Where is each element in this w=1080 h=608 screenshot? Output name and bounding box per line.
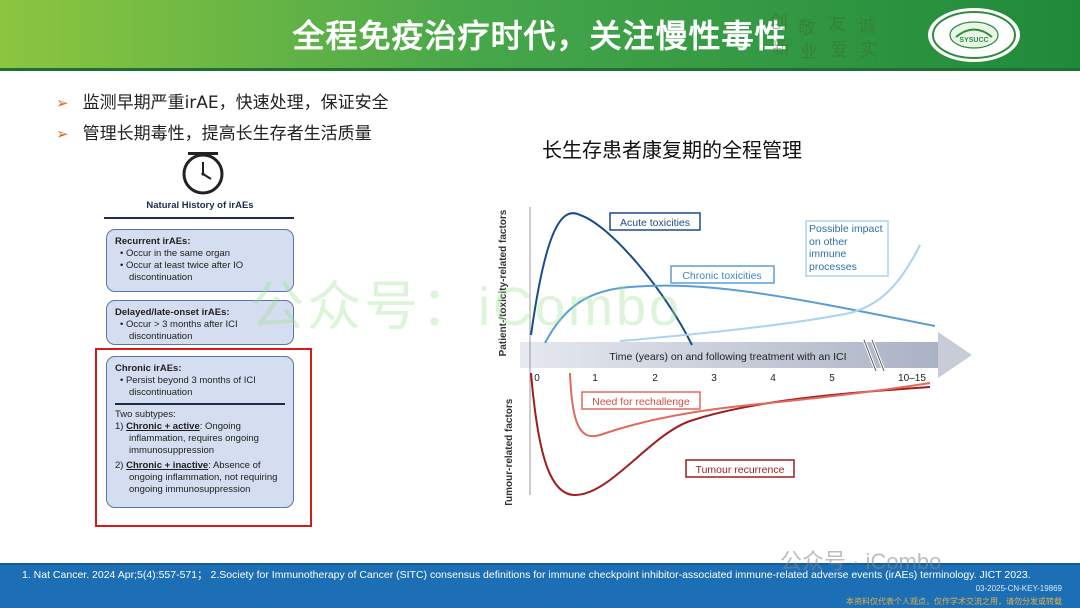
- motto-char: 爱: [830, 40, 848, 61]
- motto-char: 业: [800, 42, 818, 63]
- document-code: 03-2025-CN-KEY-19869: [975, 584, 1062, 593]
- subtype-name: Chronic + active: [126, 420, 200, 432]
- motto-char: 新: [772, 38, 790, 59]
- bullet-text: 管理长期毒性，提高长生存者生活质量: [82, 124, 372, 144]
- list-item-text: Occur in the same organ: [125, 248, 230, 259]
- lower-axis-label: Tumour-related factors: [504, 398, 515, 505]
- x-tick-label: 0: [534, 373, 540, 384]
- x-tick-label: 5: [829, 373, 835, 384]
- chronic-irae-box: Chronic irAEs: • Persist beyond 3 months…: [106, 356, 294, 508]
- x-tick-labels: 0 1 2 3 4 5 10–15: [534, 373, 926, 384]
- divider: [115, 403, 285, 405]
- x-axis-label: Time (years) on and following treatment …: [609, 351, 846, 363]
- x-tick-label: 2: [652, 373, 658, 384]
- x-tick-label: 10–15: [898, 373, 926, 384]
- slide-title: 全程免疫治疗时代，关注慢性毒性: [292, 17, 788, 55]
- legend-rechallenge: Need for rechallenge: [581, 391, 701, 410]
- list-item-text: Occur > 3 months after ICI discontinuati…: [125, 319, 238, 342]
- upper-axis-label: Patient-/toxicity-related factors: [498, 209, 509, 356]
- motto-char: 友: [828, 14, 846, 35]
- box-heading: Chronic irAEs:: [115, 363, 182, 374]
- immune-processes-curve: [619, 244, 921, 342]
- recurrent-irae-box: Recurrent irAEs: • Occur in the same org…: [106, 229, 294, 292]
- rechallenge-curve: [569, 372, 931, 438]
- subtype-desc: : Absence of ongoing inflammation, not r…: [129, 459, 278, 495]
- motto-char: 创: [770, 12, 788, 33]
- logo-text: SYSUCC: [959, 37, 988, 44]
- subtypes-label: Two subtypes:: [115, 408, 176, 420]
- tumour-recurrence-curve: [530, 372, 931, 497]
- bullet-item: ➢ 监测早期严重irAE，快速处理，保证安全: [56, 88, 389, 113]
- toxicity-timeline-chart: Patient-/toxicity-related factors Tumour…: [498, 207, 972, 505]
- legend-acute: Acute toxicities: [609, 212, 701, 231]
- header-bar: [0, 0, 1080, 68]
- motto-char: 敬: [798, 18, 816, 39]
- subtype-item: 2) Chronic + inactive: Absence of ongoin…: [115, 460, 285, 496]
- panel-divider: [104, 217, 294, 219]
- subtype-desc: : Ongoing inflammation, requires ongoing…: [129, 420, 259, 456]
- upper-axis-text: Patient-/toxicity-related factors: [498, 209, 509, 356]
- references: 1. Nat Cancer. 2024 Apr;5(4):557-571； 2.…: [22, 569, 1031, 581]
- series-label: Acute toxicities: [620, 217, 690, 229]
- list-item: • Occur > 3 months after ICI discontinua…: [120, 319, 238, 342]
- arrow-icon: ➢: [56, 94, 69, 112]
- bullet-text: 监测早期严重irAE，快速处理，保证安全: [82, 93, 389, 113]
- legend-recurrence: Tumour recurrence: [685, 459, 795, 478]
- series-label: Possible impact on other immune processe…: [809, 223, 883, 273]
- series-label: Tumour recurrence: [696, 464, 785, 476]
- arrow-icon: ➢: [56, 125, 69, 143]
- box-heading: Delayed/late-onset irAEs:: [115, 307, 230, 318]
- disclaimer-note: 本资料仅代表个人观点，仅作学术交流之用，请勿分发或转载: [846, 597, 1062, 606]
- x-tick-label: 4: [770, 373, 776, 384]
- x-tick-label: 1: [592, 373, 598, 384]
- wechat-watermark: 公众号 · iCombo: [780, 549, 942, 574]
- footer-bar: [0, 563, 1080, 608]
- x-tick-label: 3: [711, 373, 717, 384]
- list-item-text: Persist beyond 3 months of ICI discontin…: [125, 375, 256, 398]
- axis-break-line: [863, 339, 877, 372]
- watermark: 公众号：iCombo: [250, 277, 683, 337]
- series-label: Chronic toxicities: [682, 270, 761, 282]
- motto-calligraphy: 创 新 敬 业 友 爱 诚 实: [770, 8, 890, 63]
- chronic-toxicities-curve: [544, 284, 936, 344]
- time-axis-band: [520, 342, 938, 368]
- subtype-num: 2): [115, 459, 124, 471]
- list-item-text: Occur at least twice after IO discontinu…: [125, 260, 244, 283]
- list-item: • Persist beyond 3 months of ICI discont…: [120, 375, 256, 398]
- subtype-name: Chronic + inactive: [126, 459, 209, 471]
- list-item: • Occur at least twice after IO disconti…: [120, 260, 244, 283]
- box-heading: Recurrent irAEs:: [115, 236, 191, 247]
- clock-icon: [182, 152, 224, 195]
- header-divider: [0, 68, 1080, 71]
- legend-immune: Possible impact on other immune processe…: [805, 220, 889, 277]
- highlight-frame: [95, 348, 312, 527]
- subtype-num: 1): [115, 420, 124, 432]
- subtype-item: 1) Chronic + active: Ongoing inflammatio…: [115, 421, 285, 457]
- svg-text:Patient-/toxicity-related fact: Patient-/toxicity-related factors: [498, 209, 509, 356]
- legend-chronic: Chronic toxicities: [670, 265, 775, 284]
- acute-toxicities-curve: [530, 212, 693, 346]
- motto-char: 诚: [858, 16, 876, 37]
- chart-title: 长生存患者康复期的全程管理: [542, 138, 802, 162]
- series-label: Need for rechallenge: [592, 396, 690, 408]
- axis-break-line: [871, 339, 885, 372]
- lower-axis-text: Tumour-related factors: [504, 398, 515, 505]
- motto-char: 实: [860, 40, 878, 61]
- bullet-item: ➢ 管理长期毒性，提高长生存者生活质量: [56, 119, 372, 144]
- list-item: • Occur in the same organ: [120, 248, 230, 259]
- panel-title: Natural History of irAEs: [146, 200, 254, 211]
- sysucc-logo: SYSUCC: [928, 8, 1020, 62]
- delayed-irae-box: Delayed/late-onset irAEs: • Occur > 3 mo…: [106, 300, 294, 345]
